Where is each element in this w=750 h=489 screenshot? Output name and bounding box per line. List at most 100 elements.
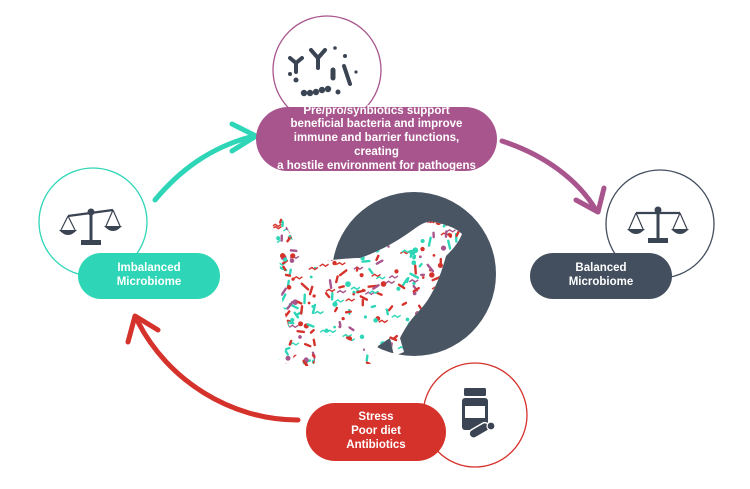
microbe-dot xyxy=(291,277,295,281)
microbe-dot xyxy=(440,245,447,251)
microbe-dot xyxy=(328,279,333,290)
microbe-dot xyxy=(270,362,280,366)
microbe-dot xyxy=(313,229,319,235)
microbe-dot xyxy=(332,355,342,360)
microbe-dot xyxy=(274,317,281,324)
microbe-dot xyxy=(280,339,291,343)
microbe-dot xyxy=(300,282,310,291)
microbe-dot xyxy=(312,338,316,347)
microbe-dot xyxy=(282,324,290,334)
microbe-dot xyxy=(289,258,295,263)
microbe-dot xyxy=(323,337,329,344)
microbe-dot xyxy=(314,310,324,315)
microbe-dot xyxy=(270,330,272,336)
microbe-dot xyxy=(359,273,364,278)
microbe-dot xyxy=(432,253,436,257)
microbe-dot xyxy=(290,253,296,259)
bottom-label-line: Stress xyxy=(358,411,394,424)
microbe-dot xyxy=(270,260,275,266)
microbe-dot xyxy=(332,260,337,266)
microbe-dot xyxy=(447,239,452,250)
microbe-dot xyxy=(424,361,429,366)
microbe-dot xyxy=(264,274,268,278)
microbe-dot xyxy=(270,339,273,346)
microbe-dot xyxy=(405,317,410,322)
microbe-dot xyxy=(446,228,456,233)
microbe-dot xyxy=(330,212,335,215)
top-node xyxy=(272,15,382,125)
microbe-dot xyxy=(291,212,300,218)
microbe-dot xyxy=(405,276,410,284)
microbe-dot xyxy=(316,212,322,215)
microbe-dot xyxy=(455,230,460,238)
right-node xyxy=(605,169,715,279)
microbe-dot xyxy=(338,207,343,210)
microbe-dot xyxy=(275,322,280,328)
microbe-dot xyxy=(445,349,457,354)
microbe-dot xyxy=(274,281,277,285)
microbe-dot xyxy=(317,249,328,253)
microbe-dot xyxy=(341,316,345,321)
microbe-dot xyxy=(338,269,348,277)
microbe-dot xyxy=(271,225,282,230)
microbe-dot xyxy=(420,238,425,244)
microbe-dot xyxy=(337,367,345,372)
microbe-dot xyxy=(355,266,359,272)
microbe-dot xyxy=(371,273,382,278)
microbe-dot xyxy=(292,230,298,234)
microbe-dot xyxy=(342,217,348,224)
microbe-dot xyxy=(330,353,341,358)
right-label-line: Microbiome xyxy=(568,276,634,288)
bottom-label-line: Poor diet xyxy=(351,425,401,438)
microbe-dot xyxy=(320,207,329,209)
microbe-dot xyxy=(444,230,448,238)
microbe-dot xyxy=(326,253,331,261)
microbe-dot xyxy=(270,258,274,267)
microbe-dot xyxy=(292,275,303,280)
microbe-dot xyxy=(270,293,272,300)
microbe-dot xyxy=(375,259,384,265)
microbe-dot xyxy=(309,231,319,236)
microbe-dot xyxy=(363,315,368,319)
microbe-dot xyxy=(275,236,281,241)
microbe-dot xyxy=(330,291,334,301)
microbe-dot xyxy=(335,275,339,284)
microbe-dot xyxy=(335,261,346,266)
microbe-dot xyxy=(449,235,452,238)
microbe-dot xyxy=(301,236,306,241)
microbe-dot xyxy=(276,312,287,317)
microbe-dot xyxy=(375,254,380,262)
microbe-dot xyxy=(301,236,312,240)
microbe-dot xyxy=(285,226,290,231)
scale-balanced-icon xyxy=(627,206,689,243)
microbe-dot xyxy=(350,286,361,291)
microbe-dot xyxy=(378,319,389,324)
microbe-dot xyxy=(456,349,462,354)
microbe-dot xyxy=(333,306,339,313)
microbe-dot xyxy=(391,314,402,319)
microbe-dot xyxy=(332,301,338,307)
microbe-dot xyxy=(270,284,273,291)
microbe-dot xyxy=(401,356,408,363)
microbe-dot xyxy=(374,354,379,361)
microbe-dot xyxy=(361,259,371,263)
microbe-dot xyxy=(306,323,315,328)
microbe-dot xyxy=(293,233,298,237)
microbe-dot xyxy=(284,349,289,356)
microbe-dot xyxy=(309,275,313,279)
microbe-dot xyxy=(328,335,333,339)
arrow-top-to-right xyxy=(499,138,607,215)
microbe-dot xyxy=(388,275,399,279)
microbe-dot xyxy=(414,264,417,275)
top-node-label: Pre/pro/synbiotics support beneficial ba… xyxy=(256,105,497,172)
microbe-dot xyxy=(333,325,336,329)
microbe-dot xyxy=(412,286,420,293)
microbe-dot xyxy=(426,263,435,273)
microbe-dot xyxy=(332,358,339,365)
microbe-dot xyxy=(280,234,283,242)
microbe-dot xyxy=(293,354,299,360)
microbe-dot xyxy=(334,299,345,303)
microbe-dot xyxy=(458,348,462,353)
microbe-dot xyxy=(308,285,314,296)
microbe-dot xyxy=(272,271,279,278)
